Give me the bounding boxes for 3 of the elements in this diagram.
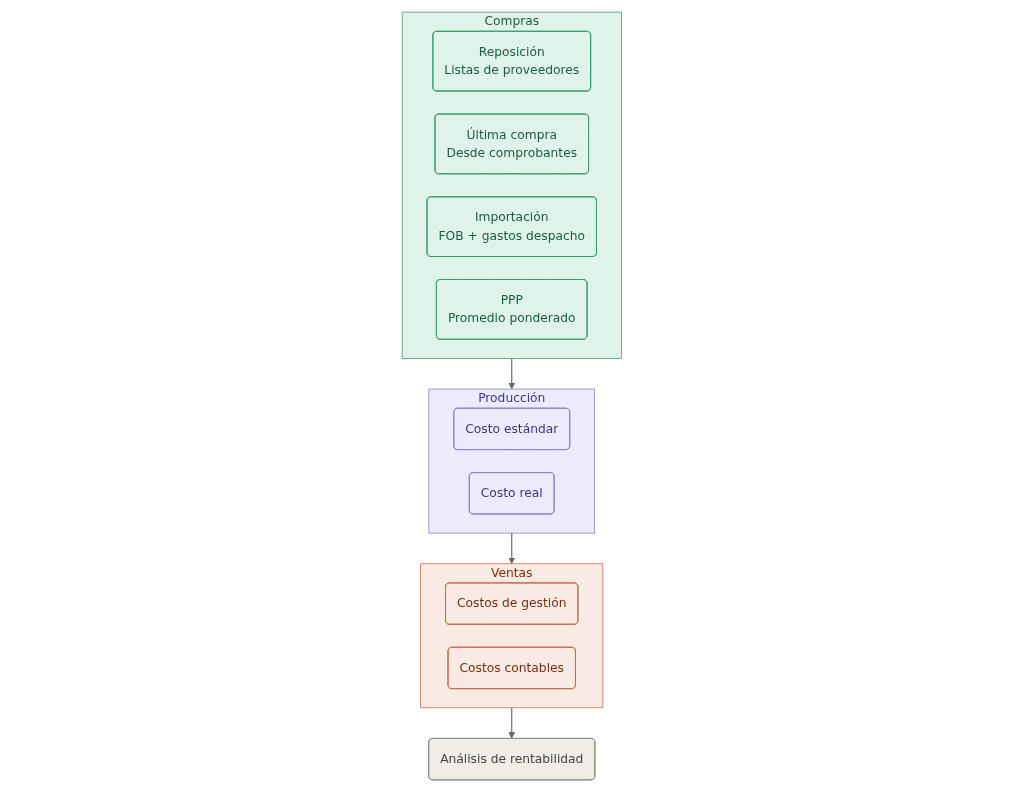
- arrow: [508, 532, 516, 565]
- arrow: [508, 707, 516, 739]
- arrow: [508, 357, 516, 390]
